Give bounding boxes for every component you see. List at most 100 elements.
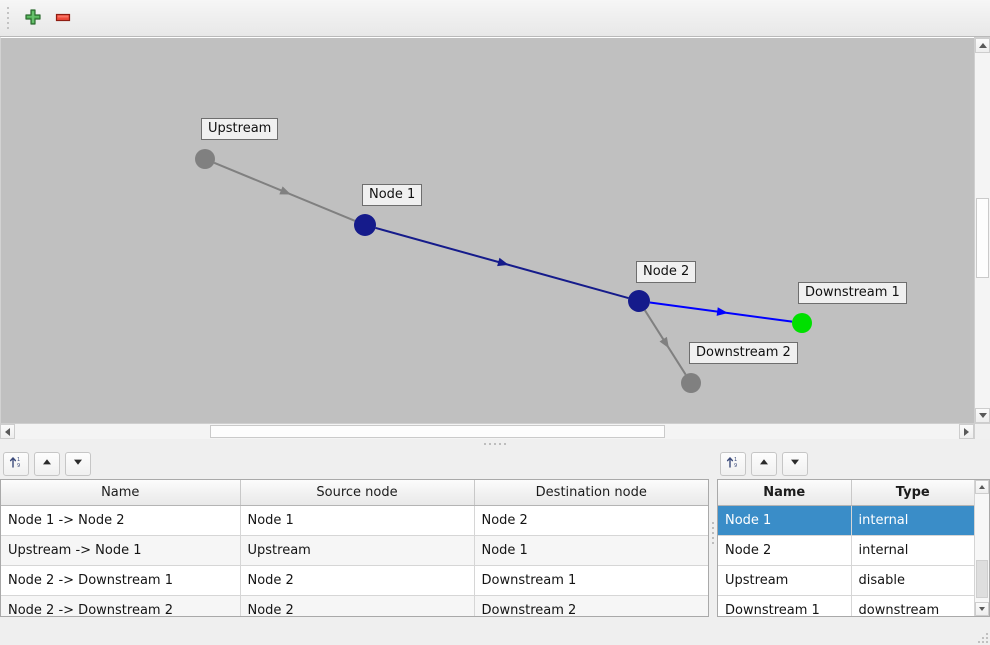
edge-name-cell[interactable]: Node 1 -> Node 2 — [1, 505, 241, 536]
nodes-toolbar: 1 9 — [717, 448, 990, 479]
edge-destination-cell[interactable]: Downstream 2 — [474, 595, 708, 616]
graph-edge-arrow-node2-downstream1 — [716, 307, 728, 316]
graph-node-node2[interactable] — [628, 290, 650, 312]
edge-destination-cell[interactable]: Node 2 — [474, 505, 708, 536]
node-type-cell[interactable]: disable — [851, 565, 974, 596]
nodes-move-down-button[interactable] — [782, 451, 808, 476]
add-node-button[interactable] — [18, 3, 48, 33]
edge-source-cell[interactable]: Node 2 — [240, 565, 475, 596]
nodes-table-scrollbar[interactable] — [974, 480, 989, 616]
scroll-left-button[interactable] — [0, 424, 15, 439]
graph-horizontal-scrollbar[interactable] — [0, 423, 990, 439]
node-type-cell[interactable]: internal — [851, 505, 974, 536]
remove-node-button[interactable] — [48, 3, 78, 33]
edge-source-cell[interactable]: Upstream — [240, 535, 475, 566]
edges-table-shell: Name Source node Destination node Node 1… — [0, 479, 709, 617]
graph-node-label-node1[interactable]: Node 1 — [362, 184, 423, 206]
node-type-cell[interactable]: downstream — [851, 595, 974, 616]
svg-text:9: 9 — [734, 463, 737, 469]
scroll-down-button[interactable] — [975, 408, 990, 423]
sort-icon: 1 9 — [726, 455, 740, 472]
edges-move-up-button[interactable] — [34, 451, 60, 476]
graph-edge-arrow-node1-node2 — [497, 257, 509, 267]
triangle-up-icon — [758, 456, 770, 471]
edges-col-name[interactable]: Name — [1, 480, 241, 506]
graph-edge-arrow-upstream-node1 — [279, 186, 292, 195]
graph-vertical-scrollbar[interactable] — [974, 37, 990, 423]
edges-table-scroll[interactable]: Name Source node Destination node Node 1… — [1, 480, 708, 616]
graph-node-label-node2[interactable]: Node 2 — [636, 261, 697, 283]
graph-node-label-downstream1[interactable]: Downstream 1 — [798, 282, 907, 304]
horizontal-splitter[interactable] — [0, 439, 990, 448]
node-type-cell[interactable]: internal — [851, 535, 974, 566]
svg-text:9: 9 — [17, 463, 20, 469]
edges-table: Name Source node Destination node Node 1… — [1, 480, 708, 616]
scroll-thumb[interactable] — [976, 560, 988, 598]
graph-node-upstream[interactable] — [195, 149, 215, 169]
scroll-track[interactable] — [975, 494, 989, 602]
edge-source-cell[interactable]: Node 1 — [240, 505, 475, 536]
edge-name-cell[interactable]: Upstream -> Node 1 — [1, 535, 241, 566]
graph-node-downstream2[interactable] — [681, 373, 701, 393]
graph-node-label-upstream[interactable]: Upstream — [201, 118, 279, 140]
graph-edge-arrow-node2-downstream2 — [659, 336, 670, 349]
triangle-down-icon — [789, 456, 801, 471]
scroll-track-horizontal[interactable] — [15, 424, 959, 439]
triangle-up-icon — [979, 485, 985, 489]
graph-node-node1[interactable] — [354, 214, 376, 236]
nodes-col-type[interactable]: Type — [851, 480, 974, 506]
edge-name-cell[interactable]: Node 2 -> Downstream 1 — [1, 565, 241, 596]
splitter-grip-icon — [484, 442, 506, 445]
edge-name-cell[interactable]: Node 2 -> Downstream 2 — [1, 595, 241, 616]
scroll-down-button[interactable] — [975, 602, 989, 616]
triangle-up-icon — [41, 456, 53, 471]
scroll-up-button[interactable] — [975, 480, 989, 494]
edge-destination-cell[interactable]: Node 1 — [474, 535, 708, 566]
graph-node-downstream1[interactable] — [792, 313, 812, 333]
edges-move-down-button[interactable] — [65, 451, 91, 476]
scroll-track[interactable] — [975, 53, 990, 408]
edge-source-cell[interactable]: Node 2 — [240, 595, 475, 616]
scroll-right-button[interactable] — [959, 424, 974, 439]
scroll-thumb[interactable] — [976, 198, 989, 278]
drag-handle-icon[interactable] — [3, 5, 12, 31]
scroll-thumb-horizontal[interactable] — [210, 425, 665, 438]
triangle-down-icon — [978, 413, 987, 418]
graph-edges-layer — [195, 149, 812, 393]
edges-col-source[interactable]: Source node — [240, 480, 475, 506]
node-name-cell[interactable]: Node 1 — [718, 505, 852, 536]
main-toolbar — [0, 0, 990, 37]
scroll-up-button[interactable] — [975, 38, 990, 53]
minus-red-icon — [53, 7, 73, 30]
nodes-panel: 1 9 — [717, 448, 990, 617]
triangle-up-icon — [978, 43, 987, 48]
edges-table-header-row: Name Source node Destination node — [1, 480, 708, 506]
nodes-sort-button[interactable]: 1 9 — [720, 451, 746, 476]
node-name-cell[interactable]: Upstream — [718, 565, 852, 596]
vertical-splitter[interactable] — [709, 448, 717, 617]
edges-panel: 1 9 — [0, 448, 709, 617]
graph-node-label-downstream2[interactable]: Downstream 2 — [689, 342, 798, 364]
node-name-cell[interactable]: Node 2 — [718, 535, 852, 566]
node-name-cell[interactable]: Downstream 1 — [718, 595, 852, 616]
edges-sort-button[interactable]: 1 9 — [3, 451, 29, 476]
window-resize-grip-icon[interactable] — [976, 631, 988, 643]
nodes-col-name[interactable]: Name — [718, 480, 852, 506]
edge-destination-cell[interactable]: Downstream 1 — [474, 565, 708, 596]
nodes-move-up-button[interactable] — [751, 451, 777, 476]
edges-col-destination[interactable]: Destination node — [474, 480, 708, 506]
edges-toolbar: 1 9 — [0, 448, 709, 479]
